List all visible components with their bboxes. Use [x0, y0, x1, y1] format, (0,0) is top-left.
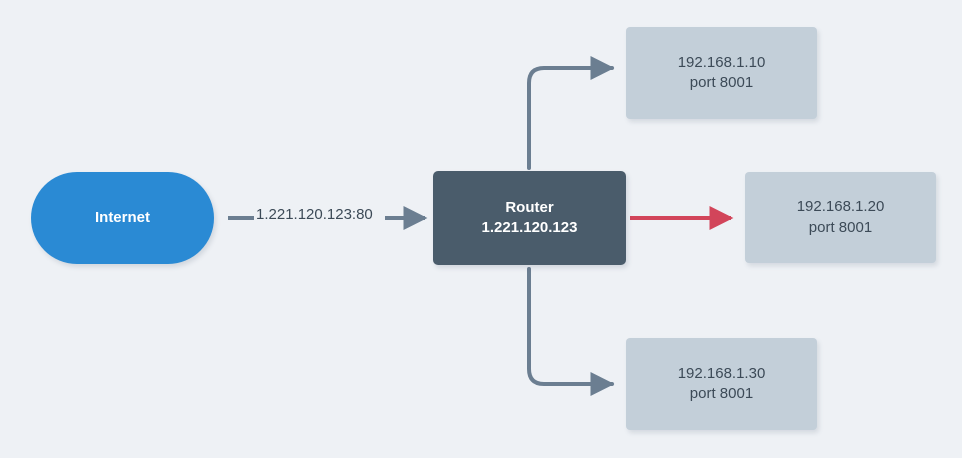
edge-label-ingress: 1.221.120.123:80 — [256, 206, 373, 223]
node-server-top[interactable]: 192.168.1.10 port 8001 — [626, 27, 817, 119]
node-router-title: Router — [505, 198, 554, 216]
node-router[interactable]: Router 1.221.120.123 — [433, 171, 626, 265]
node-server-middle-port: port 8001 — [808, 218, 873, 236]
node-server-bottom[interactable]: 192.168.1.30 port 8001 — [626, 338, 817, 430]
node-server-bottom-address: 192.168.1.30 — [677, 364, 766, 382]
node-server-top-address: 192.168.1.10 — [677, 53, 766, 71]
node-server-top-port: port 8001 — [689, 74, 754, 91]
node-server-bottom-port: port 8001 — [689, 385, 754, 402]
node-internet-label: Internet — [94, 208, 150, 226]
connector-router-to-server-top — [527, 56, 615, 170]
node-router-address: 1.221.120.123 — [481, 219, 578, 236]
connector-router-to-server-bottom — [527, 267, 615, 396]
node-server-middle-address: 192.168.1.20 — [796, 198, 885, 216]
node-internet[interactable]: Internet — [31, 172, 214, 264]
node-server-middle[interactable]: 192.168.1.20 port 8001 — [745, 172, 936, 263]
